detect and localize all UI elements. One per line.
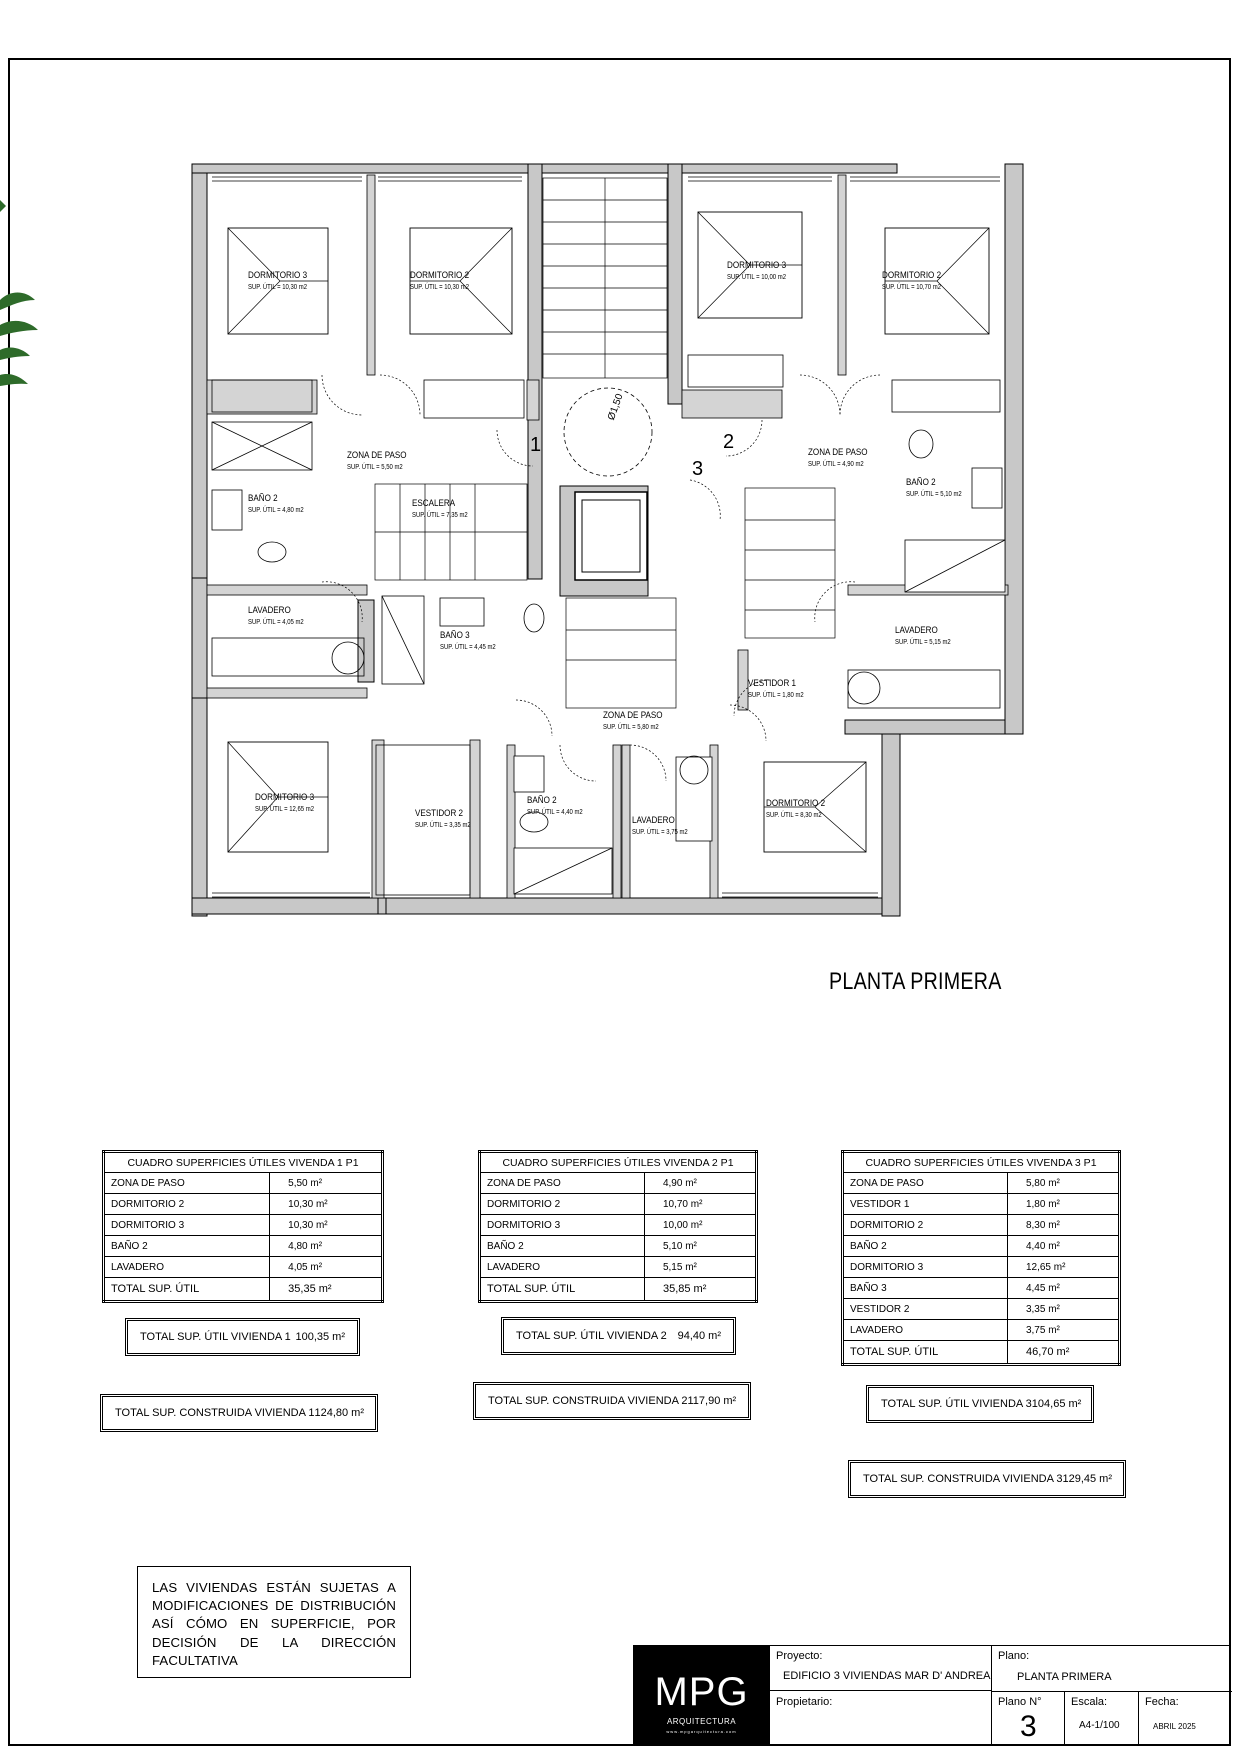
escala-cell: Escala: A4-1/100	[1064, 1692, 1138, 1746]
plano-cell: Plano: PLANTA PRIMERA	[991, 1646, 1232, 1692]
plant-decoration	[0, 200, 38, 386]
table-title: CUADRO SUPERFICIES ÚTILES VIVENDA 2 P1	[479, 1151, 757, 1173]
unit-number: 3	[692, 458, 704, 480]
table-title: CUADRO SUPERFICIES ÚTILES VIVENDA 3 P1	[842, 1151, 1120, 1173]
disclaimer-note: LAS VIVIENDAS ESTÁN SUJETAS A MODIFICACI…	[137, 1566, 411, 1678]
surface-table-vivienda-2: CUADRO SUPERFICIES ÚTILES VIVENDA 2 P1 Z…	[478, 1150, 758, 1303]
surface-table-vivienda-1: CUADRO SUPERFICIES ÚTILES VIVENDA 1 P1 Z…	[102, 1150, 384, 1303]
plano-number-cell: Plano N° 3	[991, 1692, 1064, 1746]
floor-plan	[0, 163, 1024, 917]
unit-number: 2	[723, 431, 735, 453]
project-cell: Proyecto: EDIFICIO 3 VIVIENDAS MAR D' AN…	[769, 1646, 991, 1744]
mpg-logo: MPG ARQUITECTURA www.mpgarquitectura.com	[634, 1646, 769, 1744]
title-block: MPG ARQUITECTURA www.mpgarquitectura.com…	[633, 1645, 1232, 1746]
plan-title: PLANTA PRIMERA	[829, 968, 1002, 995]
surface-table-vivienda-3: CUADRO SUPERFICIES ÚTILES VIVENDA 3 P1 Z…	[841, 1150, 1121, 1366]
unit-number: 1	[530, 434, 542, 456]
fecha-cell: Fecha: ABRIL 2025	[1138, 1692, 1232, 1746]
table-title: CUADRO SUPERFICIES ÚTILES VIVENDA 1 P1	[103, 1151, 383, 1173]
sheet-frame	[8, 58, 1231, 1746]
